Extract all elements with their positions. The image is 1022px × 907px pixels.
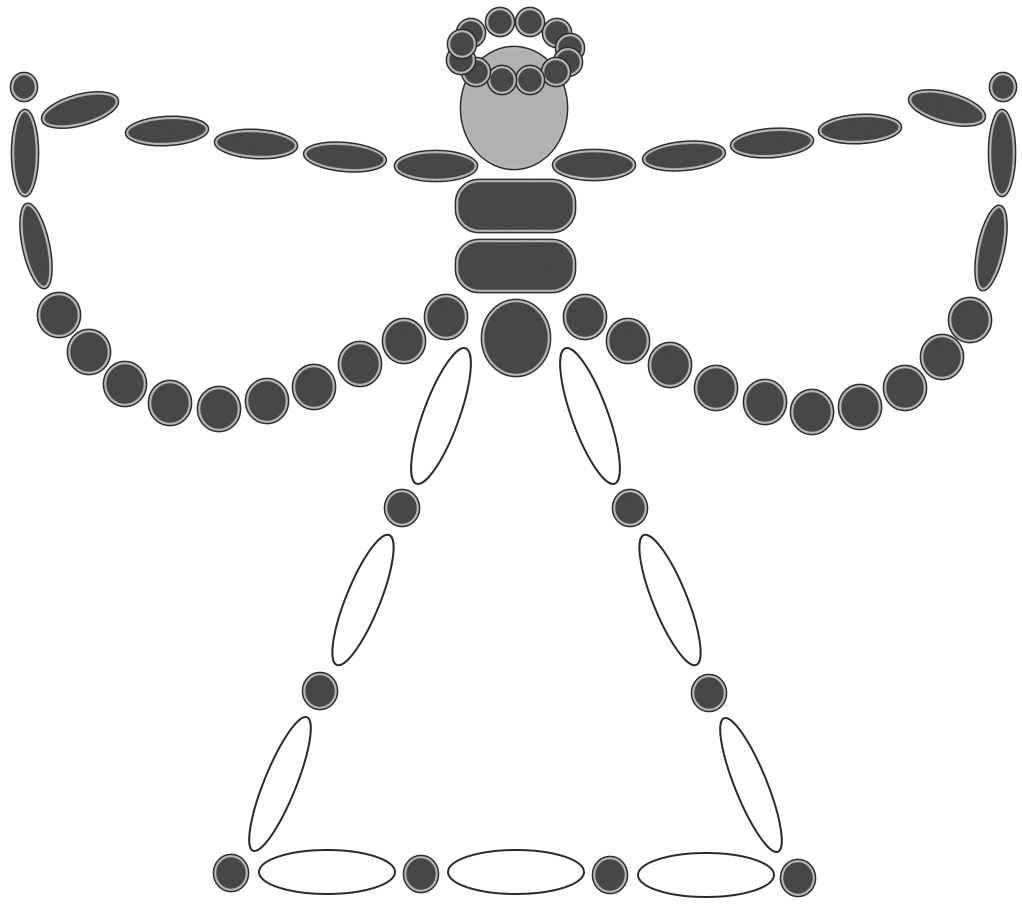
floor-bead — [403, 855, 438, 892]
left-leg-segment — [399, 342, 482, 490]
left-chain-bead — [245, 378, 288, 423]
crown-bead — [487, 65, 516, 94]
right-chain-bead — [648, 342, 691, 387]
right-arm-segment — [729, 126, 814, 161]
right-leg-segment — [628, 529, 712, 672]
left-arm-segment — [214, 127, 299, 161]
left-hand-bead — [10, 72, 37, 101]
right-wrist-segment — [988, 109, 1015, 196]
right-chain-bead — [838, 384, 881, 429]
crown-bead — [447, 29, 476, 58]
right-chain-bead — [790, 389, 833, 434]
crown-bead — [515, 65, 544, 94]
right-chain-bead — [948, 297, 991, 342]
right-arm-segment — [552, 149, 635, 180]
right-chain-bead — [563, 294, 606, 339]
left-wrist-segment — [11, 109, 38, 196]
torso-block-lower — [455, 239, 575, 292]
right-leg-segment — [709, 712, 793, 858]
right-chain-bead — [606, 318, 649, 363]
right-arm-segment — [641, 138, 726, 174]
left-knee-bead — [384, 489, 419, 526]
left-wrist-segment — [14, 201, 59, 292]
floor-segment — [448, 850, 584, 894]
right-chain-bead — [694, 365, 737, 410]
pelvis-bead — [481, 299, 550, 376]
left-chain-bead — [148, 380, 191, 425]
left-chain-bead — [382, 318, 425, 363]
floor-segment — [259, 850, 395, 894]
hollow-segments-layer — [238, 342, 793, 897]
crown-bead — [541, 57, 570, 86]
left-chain-bead — [67, 329, 110, 374]
right-chain-bead — [883, 365, 926, 410]
right-arm-segment — [905, 83, 990, 134]
torso-block-upper — [455, 179, 575, 232]
left-chain-bead — [103, 361, 146, 406]
solid-beads-layer — [10, 7, 1016, 896]
floor-bead — [592, 856, 627, 893]
right-arm-segment — [818, 112, 903, 146]
left-chain-bead — [424, 294, 467, 339]
right-wrist-segment — [969, 203, 1014, 294]
crown-bead — [485, 7, 514, 36]
left-arm-segment — [394, 150, 477, 181]
left-chain-bead — [292, 364, 335, 409]
left-leg-segment — [238, 711, 322, 857]
right-ankle-bead — [691, 674, 726, 711]
right-chain-bead — [743, 379, 786, 424]
right-hand-bead — [989, 72, 1016, 101]
right-leg-segment — [548, 342, 631, 490]
left-leg-segment — [321, 529, 405, 672]
left-ankle-bead — [302, 672, 337, 709]
left-arm-segment — [302, 139, 387, 175]
left-chain-bead — [338, 341, 381, 386]
right-knee-bead — [612, 489, 647, 526]
floor-segment — [638, 853, 774, 897]
left-chain-bead — [197, 386, 240, 431]
left-arm-segment — [38, 85, 123, 136]
floor-bead — [780, 859, 815, 896]
left-chain-bead — [37, 292, 80, 337]
left-arm-segment — [125, 114, 210, 148]
floor-bead — [213, 854, 248, 891]
crown-bead — [515, 7, 544, 36]
right-chain-bead — [920, 334, 963, 379]
